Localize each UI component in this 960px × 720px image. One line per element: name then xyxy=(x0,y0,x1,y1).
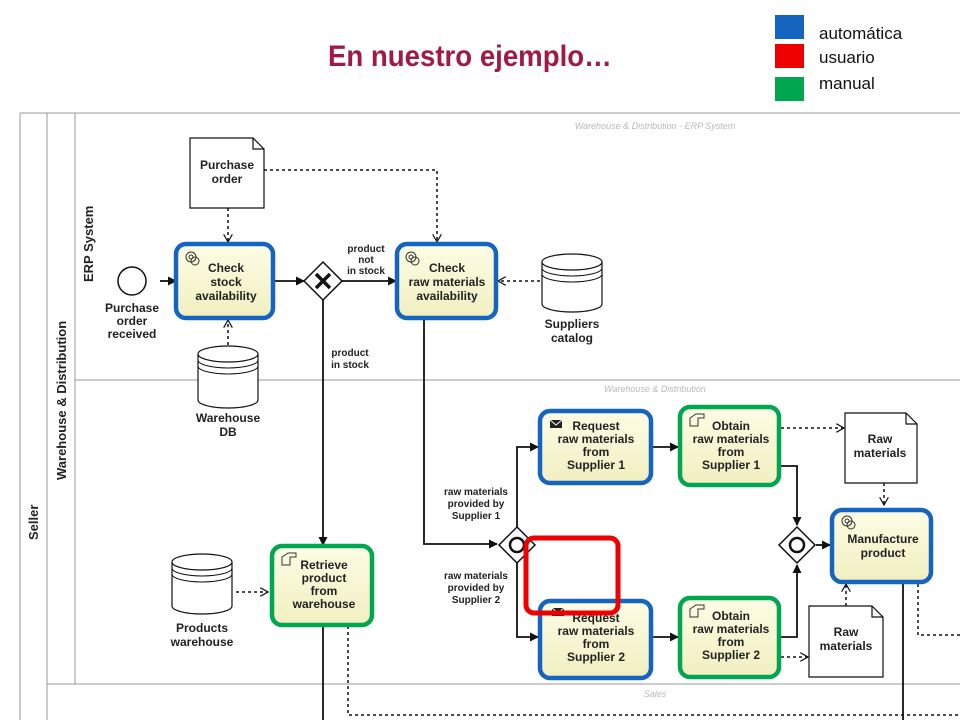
task-check-stock-label-3: availability xyxy=(195,289,257,303)
document-raw-materials-top: Raw materials xyxy=(844,412,918,484)
task-retrieve-label-3: from xyxy=(311,584,338,598)
task-obtain-s2-label-1: Obtain xyxy=(712,609,750,623)
task-retrieve-label-2: product xyxy=(302,571,347,585)
lane-title-wd: Warehouse & Distribution xyxy=(604,384,706,394)
task-request-s1-label-1: Request xyxy=(572,419,619,433)
user-highlight-box xyxy=(523,535,621,616)
data-associations xyxy=(228,169,960,716)
document-raw-top-label-2: materials xyxy=(854,446,907,460)
flow-label-not-in-stock-2: not xyxy=(358,255,374,266)
task-request-s1-label-3: from xyxy=(583,445,610,459)
page-title: En nuestro ejemplo… xyxy=(328,40,612,73)
document-purchase-order: Purchase order xyxy=(189,137,265,209)
task-request-supplier-2: Request raw materials from Supplier 2 xyxy=(537,598,654,681)
task-obtain-s1-label-4: Supplier 1 xyxy=(702,458,760,472)
datastore-suppliers-catalog-label-1: Suppliers xyxy=(545,317,600,331)
legend-swatch-usuario xyxy=(775,44,804,68)
task-request-s1-label-2: raw materials xyxy=(558,432,635,446)
lane-title-erp: Warehouse & Distribution - ERP System xyxy=(575,121,736,131)
flow-label-s1-1: raw materials xyxy=(444,487,508,498)
flow-label-s2-3: Supplier 2 xyxy=(452,595,501,606)
task-request-supplier-1: Request raw materials from Supplier 1 xyxy=(537,408,654,486)
flow-label-not-in-stock-3: in stock xyxy=(347,266,385,277)
flow-label-s1-2: provided by xyxy=(448,499,505,510)
task-obtain-s1-label-2: raw materials xyxy=(693,432,770,446)
hand-icon xyxy=(689,413,705,427)
task-obtain-s2-label-4: Supplier 2 xyxy=(702,648,760,662)
legend-label-usuario: usuario xyxy=(819,48,875,67)
task-obtain-supplier-2: Obtain raw materials from Supplier 2 xyxy=(677,595,782,680)
datastore-suppliers-catalog-label-2: catalog xyxy=(551,331,593,345)
document-purchase-order-label-2: order xyxy=(212,172,243,186)
task-obtain-s1-label-3: from xyxy=(718,445,745,459)
document-purchase-order-label-1: Purchase xyxy=(200,158,254,172)
gear-icon xyxy=(841,515,856,530)
gear-icon xyxy=(405,251,420,266)
pool-label-seller: Seller xyxy=(26,505,41,540)
datastore-warehouse-db-label-2: DB xyxy=(219,425,237,439)
envelope-icon xyxy=(549,419,563,428)
flow-label-s2-1: raw materials xyxy=(444,571,508,582)
start-event xyxy=(117,266,147,296)
datastore-products-warehouse-label-2: warehouse xyxy=(170,635,234,649)
legend-label-automatica: automática xyxy=(819,24,903,43)
task-request-s1-label-4: Supplier 1 xyxy=(567,458,625,472)
hand-icon xyxy=(281,552,297,566)
pool-label-warehouse-distribution: Warehouse & Distribution xyxy=(54,321,69,480)
exclusive-gateway xyxy=(302,260,344,302)
task-obtain-s2-label-2: raw materials xyxy=(693,622,770,636)
task-check-raw-label-3: availability xyxy=(416,289,478,303)
gear-icon xyxy=(185,251,200,266)
start-event-label-1: Purchase xyxy=(105,301,159,315)
lane-label-erp-system: ERP System xyxy=(81,206,96,282)
document-raw-top-label-1: Raw xyxy=(868,432,893,446)
flow-label-s1-3: Supplier 1 xyxy=(452,511,501,522)
hand-icon xyxy=(689,604,705,618)
task-check-stock-label-2: stock xyxy=(210,275,242,289)
legend-swatch-manual xyxy=(775,77,804,101)
lane-title-sales: Sales xyxy=(644,689,667,699)
task-request-s2-label-3: from xyxy=(583,637,610,651)
task-request-s2-label-4: Supplier 2 xyxy=(567,650,625,664)
task-manufacture-label-2: product xyxy=(861,546,906,560)
flow-label-not-in-stock-1: product xyxy=(347,244,385,255)
task-manufacture-product: Manufacture product xyxy=(829,507,934,585)
document-raw-bottom-label-2: materials xyxy=(820,639,873,653)
task-check-raw-label-2: raw materials xyxy=(409,275,486,289)
legend-swatch-automatica xyxy=(775,15,804,39)
datastore-warehouse-db: Warehouse DB xyxy=(196,345,261,439)
task-obtain-s1-label-1: Obtain xyxy=(712,419,750,433)
task-retrieve-label-1: Retrieve xyxy=(300,558,348,572)
start-event-label-2: order xyxy=(117,314,148,328)
task-retrieve-product: Retrieve product from warehouse xyxy=(269,543,375,628)
flow-label-s2-2: provided by xyxy=(448,583,505,594)
sequence-flows xyxy=(160,276,904,720)
task-obtain-s2-label-3: from xyxy=(718,635,745,649)
flow-label-in-stock-1: product xyxy=(331,348,369,359)
start-event-label-3: received xyxy=(108,327,157,341)
document-raw-materials-bottom: Raw materials xyxy=(808,605,884,678)
task-request-s2-label-2: raw materials xyxy=(558,624,635,638)
event-gateway-split xyxy=(497,525,537,565)
datastore-products-warehouse-label-1: Products xyxy=(176,621,228,635)
task-check-stock: Check stock availability xyxy=(173,241,276,321)
task-manufacture-label-1: Manufacture xyxy=(847,532,919,546)
task-obtain-supplier-1: Obtain raw materials from Supplier 1 xyxy=(677,404,782,488)
datastore-products-warehouse: Products warehouse xyxy=(170,553,234,649)
datastore-suppliers-catalog: Suppliers catalog xyxy=(541,253,603,345)
flow-label-in-stock-2: in stock xyxy=(331,360,369,371)
datastore-warehouse-db-label-1: Warehouse xyxy=(196,411,261,425)
task-check-raw-label-1: Check xyxy=(429,261,465,275)
task-check-stock-label-1: Check xyxy=(208,261,244,275)
task-check-raw-materials: Check raw materials availability xyxy=(394,241,499,321)
event-gateway-join xyxy=(777,525,817,565)
legend-label-manual: manual xyxy=(819,74,875,93)
task-retrieve-label-4: warehouse xyxy=(292,597,356,611)
document-raw-bottom-label-1: Raw xyxy=(834,625,859,639)
